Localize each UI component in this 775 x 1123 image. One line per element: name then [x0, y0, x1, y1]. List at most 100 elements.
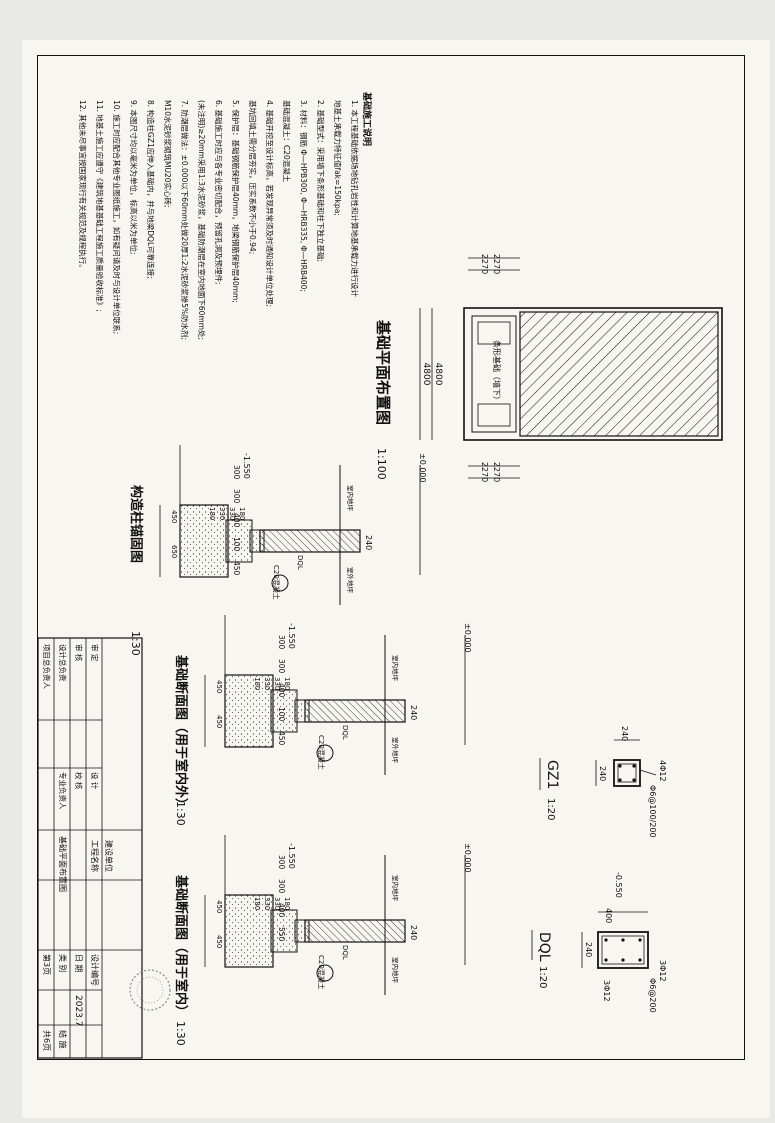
section-title: 基础断面图（用于室内）: [173, 874, 189, 1018]
layer-dim: 180: [283, 677, 291, 690]
beam-label: DQL: [341, 725, 349, 740]
footing-base: [224, 674, 274, 748]
dim-label: 100: [232, 537, 241, 552]
layer-dim: 180: [253, 677, 261, 690]
elev-bot: -1.550: [242, 453, 251, 479]
dql-rebar-stirrup: Φ6@200: [648, 978, 657, 1013]
elev-bot: -1.550: [287, 623, 296, 649]
footing-base: [179, 504, 229, 578]
gz1-rebar-main: 4Φ12: [658, 760, 667, 782]
wall: [304, 699, 406, 723]
dql-elev: -0.550: [614, 872, 623, 898]
layer-dim: 330: [263, 897, 271, 910]
concrete-label: C20混凝土: [272, 565, 281, 600]
dim-label: 300: [277, 879, 286, 894]
wall-dim: 240: [409, 705, 418, 720]
dql-rebar-bot: 3Φ12: [602, 980, 611, 1002]
wall: [304, 919, 406, 943]
dql-title: DQL: [536, 932, 552, 962]
layer-dim: 180: [208, 507, 216, 520]
floor-label: 室外地坪: [391, 737, 400, 764]
plan-scale: 1:100: [375, 448, 388, 480]
dim-label: 300: [277, 855, 286, 870]
floor-label: 室外地坪: [346, 567, 355, 594]
concrete-label: C20混凝土: [317, 955, 326, 990]
layer-dim: 330: [218, 507, 226, 520]
base-dim: 650: [170, 545, 178, 558]
tb-project: 工程名称: [90, 840, 100, 872]
footing-base: [224, 894, 274, 968]
axis-circle: [316, 744, 334, 762]
dim-label: 400: [277, 903, 286, 918]
layer-dim: 180: [253, 897, 261, 910]
tb-sheet: 第3页: [42, 954, 52, 975]
base-dim: 450: [215, 900, 223, 913]
dim-label: 300: [232, 489, 241, 504]
beam-label: DQL: [296, 555, 304, 570]
layer-dim: 330: [273, 897, 281, 910]
tb-role-2: 审 核: [74, 644, 84, 662]
dim-label: 300: [232, 465, 241, 480]
dql-width: 400: [604, 908, 613, 923]
tb-role-6: 校 核: [74, 772, 84, 790]
dim-label: 400: [277, 683, 286, 698]
tb-category-label: 类 别: [58, 954, 68, 973]
gz1-size-side: 240: [598, 766, 607, 781]
tb-drawing-name: 基础平面布置图: [58, 836, 68, 892]
tb-category: 结 施: [58, 1030, 68, 1049]
plan-title: 基础平面布置图: [374, 319, 392, 425]
foundation-plan: 4800 4800 2270 2270 2270 2270 条形基础（墙下） 基…: [374, 254, 723, 482]
dim-label: 300: [277, 659, 286, 674]
footing-step-1: [270, 689, 298, 733]
plan-dim-side-4: 2270: [492, 462, 501, 482]
layer-dim: 180: [238, 507, 246, 520]
tb-role-3: 设计总负责: [58, 644, 68, 682]
plan-dim-side-1: 2270: [480, 254, 489, 274]
axis-circle: [316, 964, 334, 982]
plan-dim-total-2: 4800: [433, 363, 443, 386]
beam-label: DQL: [341, 945, 349, 960]
dim-label: 100: [277, 707, 286, 722]
dim-label: 450: [277, 731, 286, 746]
tb-role-1: 审 定: [90, 644, 100, 662]
tb-role-4: 项目总负责人: [42, 644, 52, 689]
plan-dim-side-2: 2270: [492, 254, 501, 274]
elev-top: ±0.000: [463, 623, 472, 653]
tb-role-5: 设 计: [90, 772, 100, 790]
section-title: 构造柱锚固图: [128, 485, 144, 563]
concrete-label: C20混凝土: [317, 735, 326, 770]
dql-scale: 1:20: [537, 966, 548, 988]
wall: [259, 529, 361, 553]
gz1-size-top: 240: [620, 726, 629, 741]
title-block: 建设单位 工程名称 基础平面布置图 设计编号 日 期 2023.7 类 别 结 …: [37, 637, 171, 1059]
dim-label: 400: [232, 513, 241, 528]
tb-role-7: 专业负责人: [58, 772, 68, 810]
inner-label: 室内地坪: [391, 655, 400, 682]
elev-bot: -1.550: [287, 843, 296, 869]
footing-step-1: [270, 909, 298, 953]
dim-label: 550: [277, 927, 286, 942]
base-dim: 450: [170, 510, 178, 523]
tb-total: 共6页: [42, 1030, 51, 1051]
gz1-scale: 1:20: [545, 798, 556, 820]
dim-label: 450: [232, 561, 241, 576]
drawing-border: [37, 55, 745, 1060]
seal-stamp: [129, 969, 171, 1011]
gz1-rebar-stirrup: Φ6@100/200: [648, 785, 657, 838]
section-scale: 1:30: [174, 1021, 187, 1046]
plan-dim-side-3: 2270: [480, 462, 489, 482]
base-dim: 450: [215, 715, 223, 728]
plan-dim-total-1: 4800: [421, 363, 431, 386]
plan-label: 条形基础（墙下）: [492, 340, 502, 404]
section-scale: 1:30: [174, 801, 187, 826]
dql-rebar-top: 3Φ12: [658, 960, 667, 982]
gz1-detail: 240 240 4Φ12 Φ6@100/200 GZ1 1:20: [539, 726, 667, 838]
section-title: 基础断面图（用于室内外）: [173, 654, 189, 811]
layer-dim: 330: [263, 677, 271, 690]
layer-dim: 330: [228, 507, 236, 520]
wall-dim: 240: [409, 925, 418, 940]
floor-label: 室内地坪: [391, 957, 400, 984]
